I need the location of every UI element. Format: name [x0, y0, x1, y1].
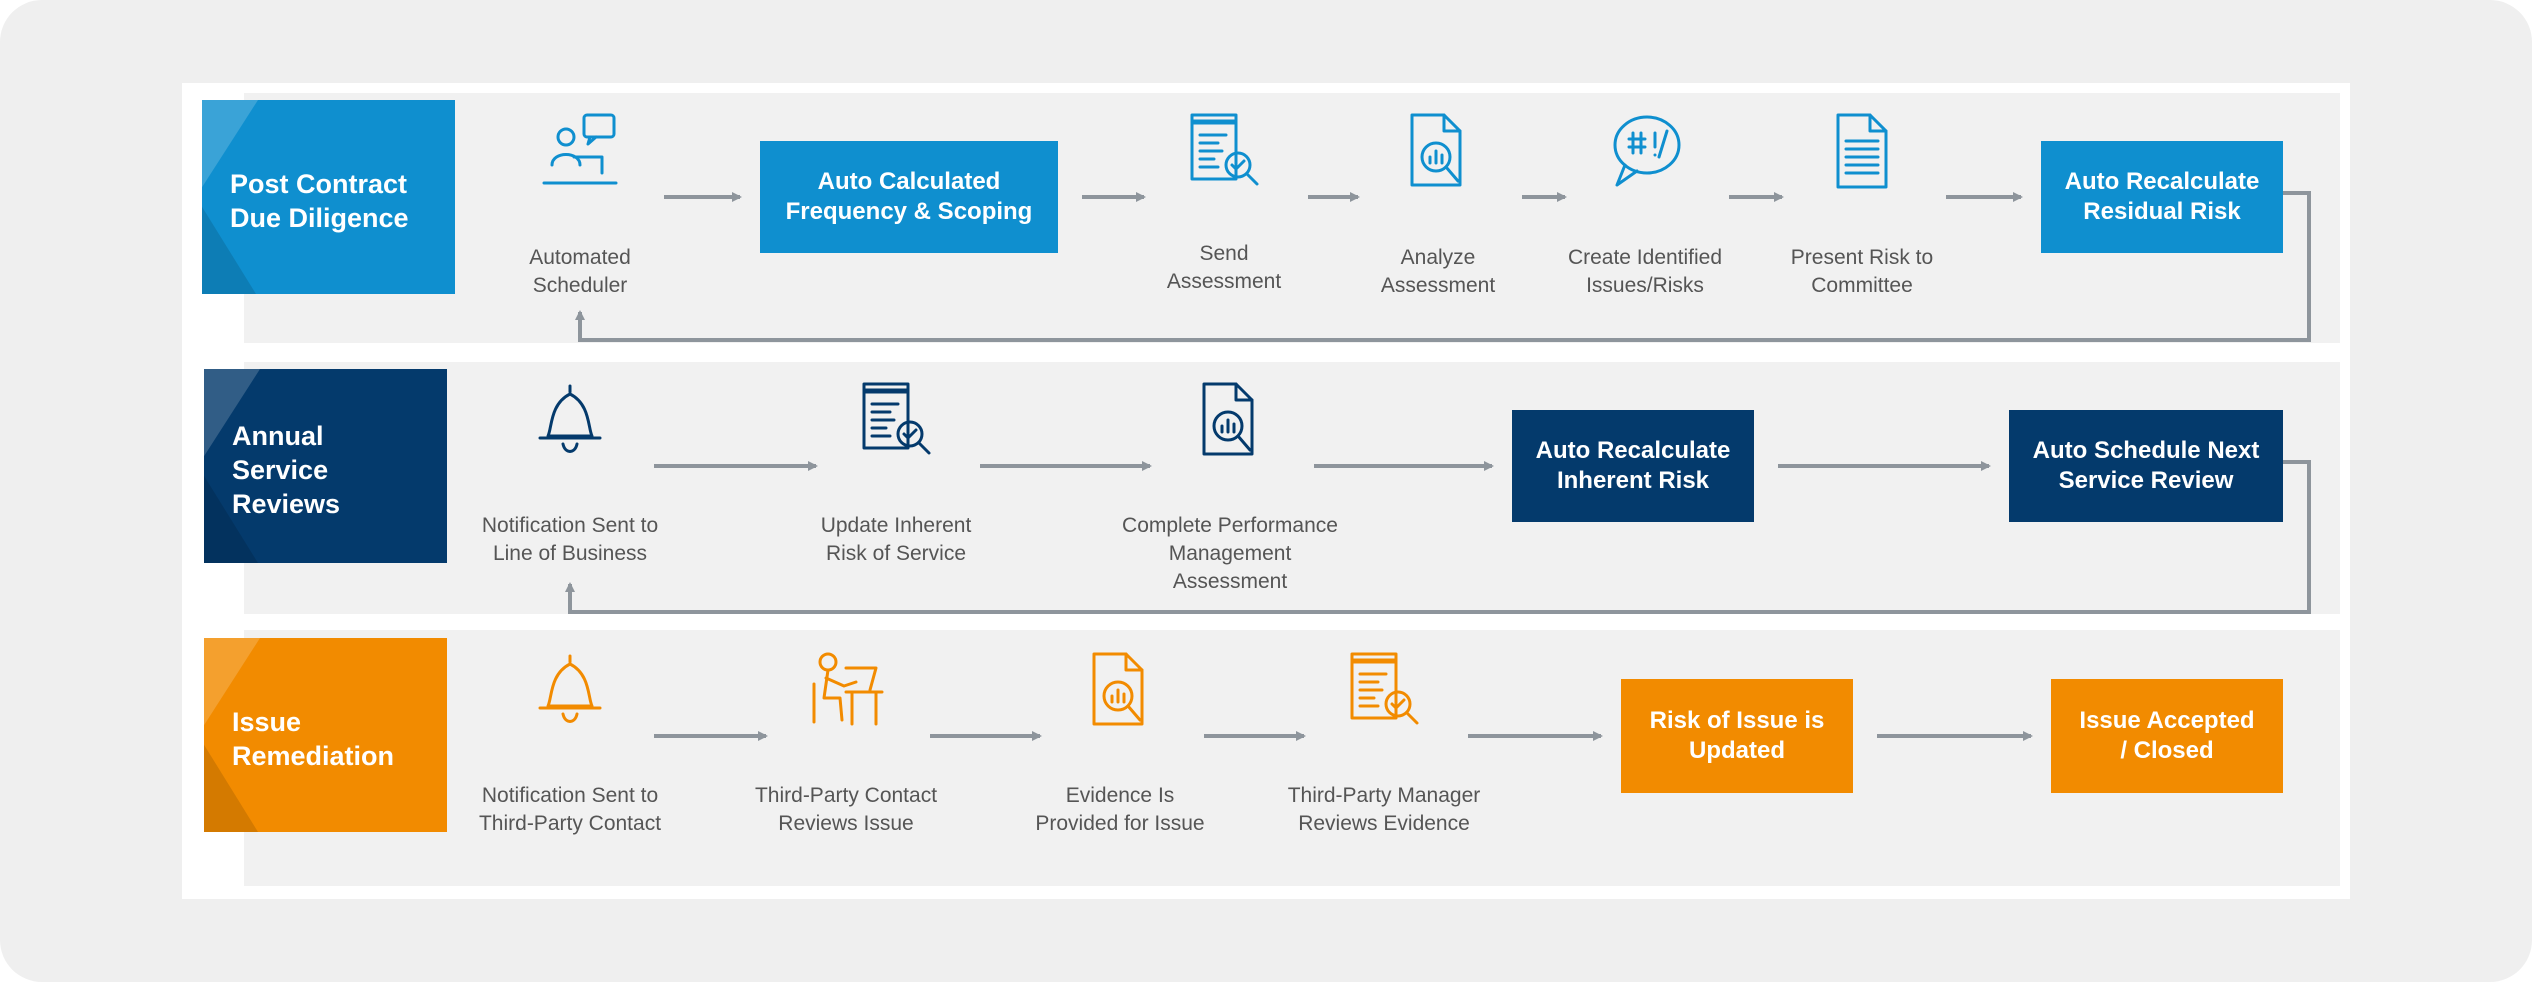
scheduler-icon	[540, 111, 620, 191]
speech-bubble-icon	[1605, 111, 1685, 191]
step-caption: Complete Performance Management Assessme…	[1122, 514, 1338, 593]
step-caption: Send Assessment	[1166, 242, 1282, 293]
assessment-review-icon	[1344, 650, 1424, 730]
step-caption: Third-Party Contact Reviews Issue	[754, 784, 938, 835]
loop-back-arrow	[565, 460, 2311, 614]
analyze-document-icon	[1080, 650, 1160, 730]
process-box: Risk of Issue is Updated	[1621, 679, 1853, 793]
analyze-document-icon	[1398, 111, 1478, 191]
row-label: Annual Service Reviews	[232, 421, 341, 519]
document-icon	[1822, 111, 1902, 191]
step-caption: Notification Sent to Third-Party Contact	[478, 784, 662, 835]
row-label-box: Annual Service Reviews	[204, 369, 447, 563]
bell-icon	[530, 650, 610, 730]
row-band	[244, 362, 2340, 614]
bell-icon	[530, 380, 610, 460]
step-caption: Notification Sent to Line of Business	[481, 514, 659, 565]
step-caption: Present Risk to Committee	[1790, 246, 1934, 297]
step-caption: Third-Party Manager Reviews Evidence	[1287, 784, 1481, 835]
step-caption: Analyze Assessment	[1380, 246, 1496, 297]
process-box: Auto Schedule Next Service Review	[2009, 410, 2283, 522]
person-at-desk-icon	[806, 650, 886, 730]
step-caption: Update Inherent Risk of Service	[820, 514, 972, 565]
process-box: Auto Recalculate Residual Risk	[2041, 141, 2283, 253]
step-caption: Evidence Is Provided for Issue	[1035, 784, 1205, 835]
row-label-box: Issue Remediation	[204, 638, 447, 832]
step-caption: Automated Scheduler	[529, 246, 631, 297]
row-band	[244, 93, 2340, 343]
row-label: Issue Remediation	[232, 707, 395, 771]
assessment-review-icon	[856, 380, 936, 460]
assessment-send-icon	[1184, 111, 1264, 191]
loop-back-arrow	[575, 191, 2311, 342]
row-label-box: Post Contract Due Diligence	[202, 100, 455, 294]
process-box: Issue Accepted / Closed	[2051, 679, 2283, 793]
row-label-accent	[202, 100, 258, 294]
row-label-accent	[204, 369, 260, 563]
process-box: Auto Calculated Frequency & Scoping	[760, 141, 1058, 253]
step-caption: Create Identified Issues/Risks	[1567, 246, 1723, 297]
row-band	[244, 630, 2340, 886]
process-box: Auto Recalculate Inherent Risk	[1512, 410, 1754, 522]
analyze-document-icon	[1190, 380, 1270, 460]
row-label-accent	[204, 638, 260, 832]
row-label: Post Contract Due Diligence	[230, 169, 409, 233]
